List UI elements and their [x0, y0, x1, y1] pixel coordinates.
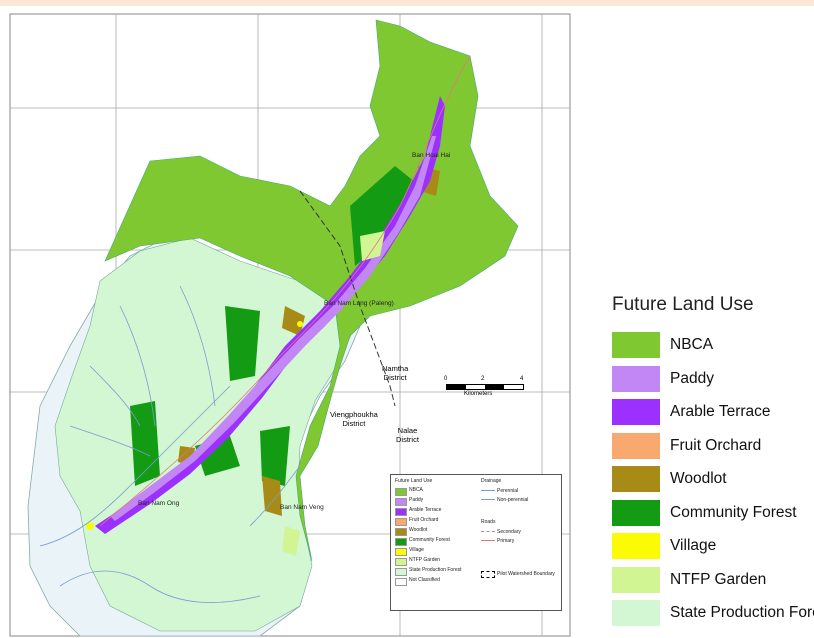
legend-label: Fruit Orchard [670, 436, 762, 454]
village-areas [86, 321, 303, 530]
district-label-namtha: Namtha District [382, 364, 409, 382]
village-label-south: Ban Nam Veng [280, 504, 324, 511]
road-primary [99, 55, 471, 527]
district-boundary [299, 190, 396, 407]
legend-item-village: Village [612, 533, 814, 563]
scale-tick-4: 4 [520, 376, 524, 382]
legend-swatch [612, 365, 660, 392]
village-label-north: Ban Hoai Hai [412, 152, 451, 159]
inset-legend-title: Future Land Use [395, 478, 433, 484]
legend-swatch [612, 600, 660, 626]
inset-legend-swatch [395, 528, 407, 536]
legend-item-arable-terrace: Arable Terrace [612, 399, 814, 429]
legend-label: NBCA [670, 336, 714, 353]
inset-legend-label: NTFP Garden [409, 557, 441, 563]
village-label-central: Ban Nam Lung (Paleng) [324, 300, 394, 307]
inset-legend-label: Arable Terrace [409, 507, 442, 513]
inset-legend-swatch [395, 498, 407, 506]
inset-legend-swatch [395, 568, 407, 576]
inset-roads-title: Roads [481, 519, 496, 525]
legend-item-ntfp-garden: NTFP Garden [612, 566, 814, 597]
inset-legend-label: Fruit Orchard [409, 517, 439, 523]
scale-tick-2: 2 [481, 376, 485, 382]
district-label-nalae: Nalae District [396, 426, 419, 444]
legend-swatch [612, 399, 660, 425]
legend-item-paddy: Paddy [612, 365, 814, 396]
legend-label: Village [670, 537, 717, 554]
inset-legend-label: State Production Forest [409, 567, 462, 573]
inset-legend-label: Not Classified [409, 577, 440, 583]
legend-label: Paddy [670, 369, 714, 387]
inset-legend-swatch [395, 578, 407, 586]
legend-item-woodlot: Woodlot [612, 466, 814, 496]
ntfp-garden-areas [282, 231, 385, 556]
inset-boundary-label: Pilot Watershed Boundary [497, 571, 555, 577]
nbca-area [104, 19, 519, 562]
legend-label: Community Forest [670, 503, 797, 521]
legend-swatch [612, 332, 660, 358]
inset-legend-swatch [395, 518, 407, 526]
inset-drainage-nonperennial: Non-perennial [497, 497, 529, 503]
scale-bar-box [446, 384, 524, 390]
legend-item-fruit-orchard: Fruit Orchard [612, 432, 814, 463]
legend-swatch [612, 499, 660, 526]
inset-legend-swatch [395, 508, 407, 516]
inset-drainage-title: Drainage [481, 478, 502, 484]
drainage-lines [39, 285, 301, 603]
village-label-southwest: Ban Nam Ong [138, 500, 180, 507]
scale-unit: Kilometers [464, 391, 493, 397]
inset-legend-swatch [395, 488, 407, 496]
legend-swatch [612, 566, 660, 593]
top-strip [0, 0, 814, 6]
inset-legend-label: Community Forest [409, 537, 450, 543]
legend-title: Future Land Use [612, 294, 754, 315]
legend-item-state-production-forest: State Production Forest [612, 600, 814, 630]
inset-road-secondary: Secondary [497, 529, 521, 535]
inset-drainage-perennial: Perennial [497, 488, 519, 494]
inset-legend-label: Paddy [409, 497, 424, 503]
legend-swatch [612, 533, 660, 559]
inset-legend-label: Woodlot [409, 527, 428, 533]
legend-swatch [612, 466, 660, 492]
legend-label: NTFP Garden [670, 570, 767, 588]
scale-bar: 0 2 4 Kilometers [444, 376, 524, 402]
legend-item-nbca: NBCA [612, 332, 814, 362]
legend-item-community-forest: Community Forest [612, 499, 814, 530]
inset-legend-swatch [395, 548, 407, 556]
inset-legend-swatch [395, 558, 407, 566]
inset-road-primary: Primary [497, 538, 515, 544]
legend-label: Arable Terrace [670, 403, 771, 420]
inset-legend-label: Village [409, 547, 424, 553]
legend-label: State Production Forest [670, 604, 814, 621]
legend-label: Woodlot [670, 470, 727, 487]
district-label-viengphoukha: Viengphoukha District [330, 410, 378, 428]
scale-tick-0: 0 [444, 376, 448, 382]
inset-legend-label: NBCA [409, 487, 423, 493]
inset-legend-swatch [395, 538, 407, 546]
legend-swatch [612, 432, 660, 459]
